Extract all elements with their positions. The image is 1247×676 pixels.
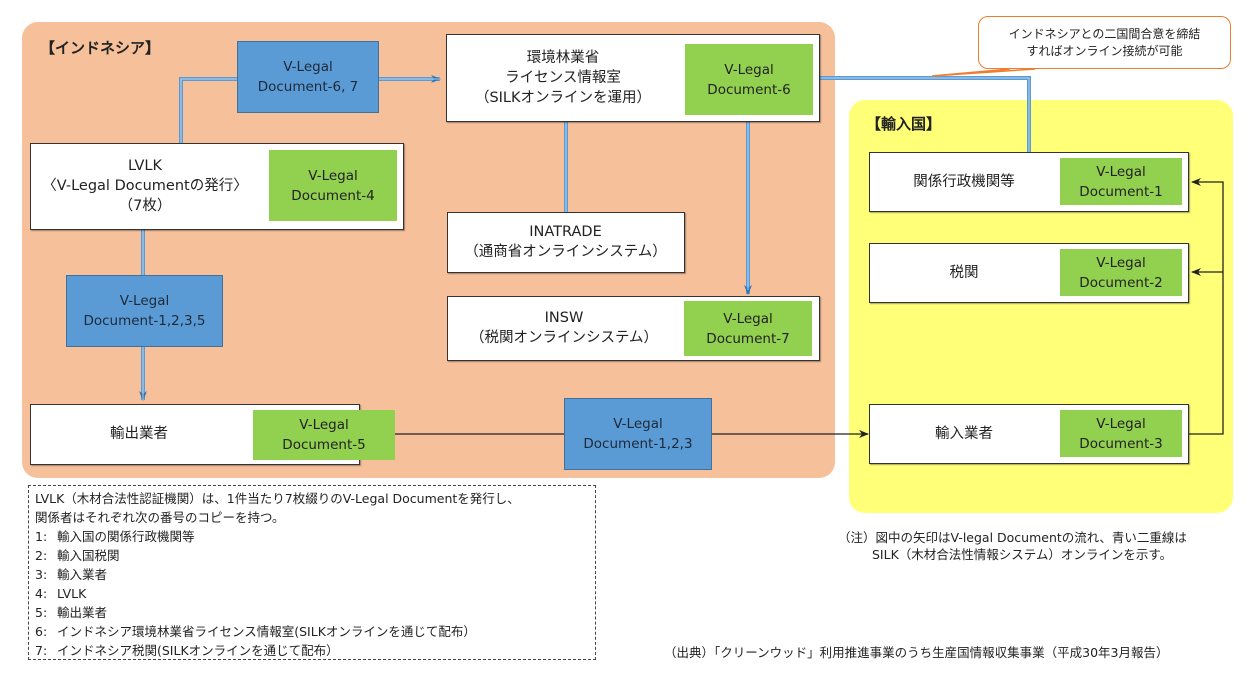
note-line-2: SILK（木材合法性情報システム）オンラインを示す。: [872, 547, 1173, 562]
doc-badge-2: V-Legal Document-2: [1060, 249, 1182, 296]
legend-item-number: 2:: [35, 548, 48, 563]
node-customs: 税関 V-Legal Document-2: [869, 243, 1189, 303]
flow-doc-6-7: V-Legal Document-6, 7: [237, 41, 379, 113]
doc-badge-5: V-Legal Document-5: [253, 410, 395, 460]
node-importer-label: 輸入業者: [935, 425, 993, 442]
node-related-authorities: 関係行政機関等 V-Legal Document-1: [869, 152, 1189, 212]
legend-item: 7: インドネシア税関(SILKオンラインを通じて配布）: [35, 641, 589, 660]
node-insw-label: INSW （税関オンラインシステム）: [469, 310, 659, 346]
legend-item-number: 7:: [35, 643, 48, 658]
doc-badge-7: V-Legal Document-7: [684, 301, 812, 356]
legend-item-text: LVLK: [57, 586, 87, 601]
legend-item: 6: インドネシア環境林業省ライセンス情報室(SILKオンラインを通じて配布）: [35, 622, 589, 641]
legend-item-text: 輸入国の関係行政機関等: [57, 529, 195, 544]
doc-badge-1: V-Legal Document-1: [1060, 158, 1182, 205]
flow-doc-1-2-3: V-Legal Document-1,2,3: [564, 398, 712, 470]
node-lvlk: LVLK 〈V-Legal Documentの発行〉 （7枚） V-Legal …: [30, 143, 404, 230]
legend-item-number: 1:: [35, 529, 48, 544]
node-lvlk-label: LVLK 〈V-Legal Documentの発行〉 （7枚）: [42, 158, 248, 214]
online-connection-callout: インドネシアとの二国間合意を締結 すればオンライン接続が可能: [978, 16, 1231, 69]
node-exporter: 輸出業者 V-Legal Document-5: [30, 404, 395, 465]
legend-item-text: インドネシア環境林業省ライセンス情報室(SILKオンラインを通じて配布）: [57, 624, 476, 639]
legend-intro-line: LVLK（木材合法性認証機関）は、1件当たり7枚綴りのV-Legal Docum…: [35, 491, 520, 506]
doc-badge-3: V-Legal Document-3: [1060, 410, 1182, 457]
diagram-note: （注）図中の矢印はV-legal Documentの流れ、青い二重線は SILK…: [838, 529, 1238, 563]
legend-item-number: 3:: [35, 567, 48, 582]
legend-item-text: インドネシア税関(SILKオンラインを通じて配布）: [57, 643, 339, 658]
node-related-authorities-label: 関係行政機関等: [913, 173, 1015, 190]
node-insw: INSW （税関オンラインシステム） V-Legal Document-7: [447, 296, 820, 361]
node-ministry-label: 環境林業省 ライセンス情報室 （SILKオンラインを運用）: [474, 49, 652, 106]
importer-country-region-label: 【輸入国】: [866, 115, 942, 133]
legend-item: 1: 輸入国の関係行政機関等: [35, 527, 589, 546]
node-exporter-label: 輸出業者: [110, 426, 168, 442]
doc-badge-4: V-Legal Document-4: [269, 150, 397, 221]
document-copy-legend: LVLK（木材合法性認証機関）は、1件当たり7枚綴りのV-Legal Docum…: [28, 485, 596, 660]
legend-item: 2: 輸入国税関: [35, 546, 589, 565]
node-inatrade-label: INATRADE （通商省オンラインシステム）: [464, 224, 667, 260]
legend-item-number: 4:: [35, 586, 48, 601]
legend-intro-line: 関係者はそれぞれ次の番号のコピーを持つ。: [35, 510, 285, 525]
legend-item-text: 輸出業者: [57, 605, 108, 620]
node-ministry-license-office: 環境林業省 ライセンス情報室 （SILKオンラインを運用） V-Legal Do…: [446, 34, 820, 122]
indonesia-region-label: 【インドネシア】: [40, 39, 161, 57]
legend-item: 3: 輸入業者: [35, 565, 589, 584]
legend-item-number: 5:: [35, 605, 48, 620]
source-citation: （出典）「クリーンウッド」利用推進事業のうち生産国情報収集事業（平成30年3月報…: [664, 645, 1169, 660]
doc-badge-6: V-Legal Document-6: [685, 44, 813, 115]
legend-item-text: 輸入業者: [57, 567, 108, 582]
node-customs-label: 税関: [949, 264, 979, 281]
node-inatrade: INATRADE （通商省オンラインシステム）: [447, 212, 685, 273]
callout-pointer: [931, 68, 1036, 77]
flow-doc-1-2-3-5: V-Legal Document-1,2,3,5: [66, 275, 223, 347]
legend-item-text: 輸入国税関: [57, 548, 120, 563]
note-line-1: （注）図中の矢印はV-legal Documentの流れ、青い二重線は: [838, 530, 1187, 545]
node-importer: 輸入業者 V-Legal Document-3: [869, 404, 1189, 464]
legend-item: 4: LVLK: [35, 584, 589, 603]
legend-item: 5: 輸出業者: [35, 603, 589, 622]
legend-item-number: 6:: [35, 624, 48, 639]
